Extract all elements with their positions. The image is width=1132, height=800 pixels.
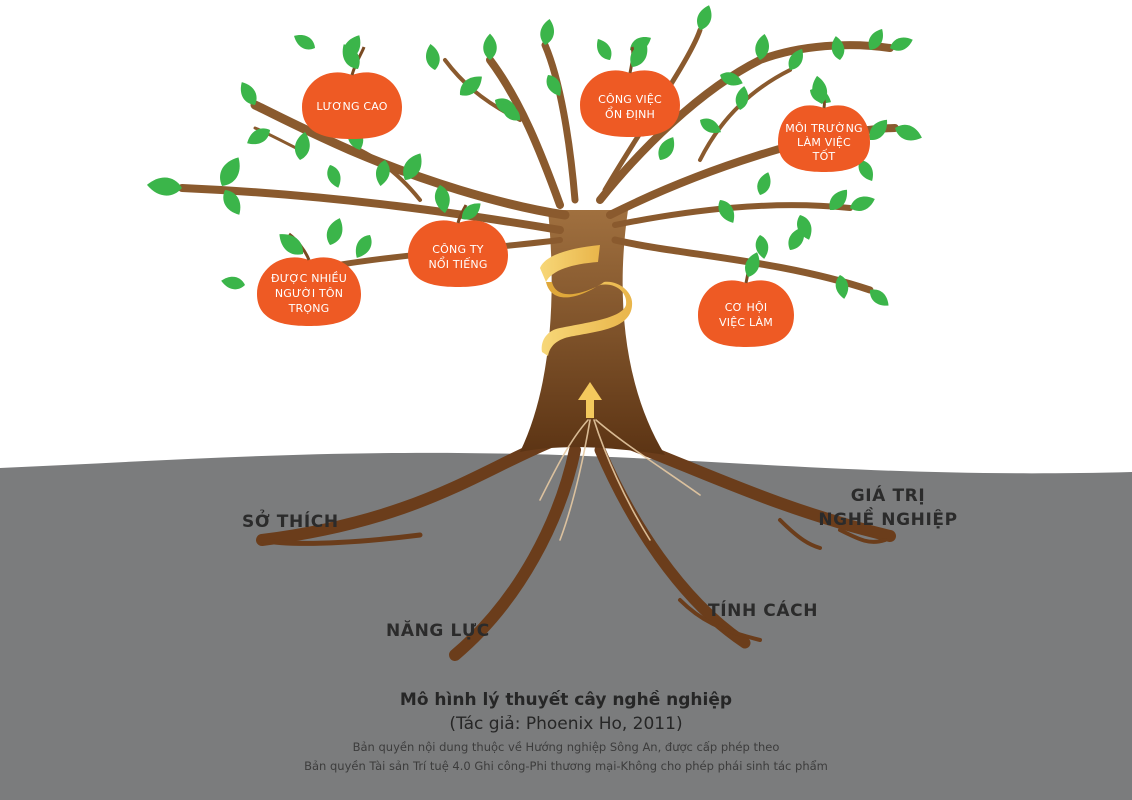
fruit-label: LÀM VIỆC: [797, 136, 851, 149]
fruit-label: VIỆC LÀM: [719, 316, 773, 329]
root-label-nang-luc: NĂNG LỰC: [386, 619, 490, 641]
root-highlights: [539, 419, 701, 541]
copyright-line-1: Bản quyền nội dung thuộc về Hướng nghiệp…: [352, 740, 780, 754]
growth-arrow-icon: [578, 382, 602, 418]
diagram-author: (Tác giả: Phoenix Ho, 2011): [449, 714, 683, 734]
svg-text:LƯƠNG CAO: LƯƠNG CAO: [316, 100, 387, 113]
fruit-label: ỔN ĐỊNH: [605, 106, 655, 121]
fruit-label: CÔNG VIỆC: [598, 93, 662, 106]
fruit-label: NỔI TIẾNG: [428, 256, 487, 271]
fruit-label: TRỌNG: [288, 302, 330, 315]
fruit-co-hoi-viec-lam: CƠ HỘI VIỆC LÀM: [698, 249, 794, 347]
root-label-tinh-cach: TÍNH CÁCH: [708, 599, 818, 621]
fruit-label: ĐƯỢC NHIỀU: [271, 271, 347, 285]
copyright-line-2: Bản quyền Tài sản Trí tuệ 4.0 Ghi công-P…: [304, 759, 828, 773]
fruit-duoc-nhieu-nguoi-ton-trong: ĐƯỢC NHIỀU NGƯỜI TÔN TRỌNG: [257, 228, 361, 326]
fruit-label: CƠ HỘI: [725, 301, 768, 314]
diagram-title: Mô hình lý thuyết cây nghề nghiệp: [399, 690, 733, 710]
fruit-label: LƯƠNG CAO: [316, 100, 387, 113]
fruit-label: TỐT: [812, 149, 836, 163]
fruit-label: NGƯỜI TÔN: [275, 287, 343, 300]
fruit-label: CÔNG TY: [432, 243, 484, 256]
fruit-luong-cao: LƯƠNG CAO: [302, 40, 402, 139]
root-label-so-thich: SỞ THÍCH: [242, 508, 339, 532]
ribbon: [540, 245, 633, 356]
fruit-label: MÔI TRƯỜNG: [785, 122, 863, 135]
